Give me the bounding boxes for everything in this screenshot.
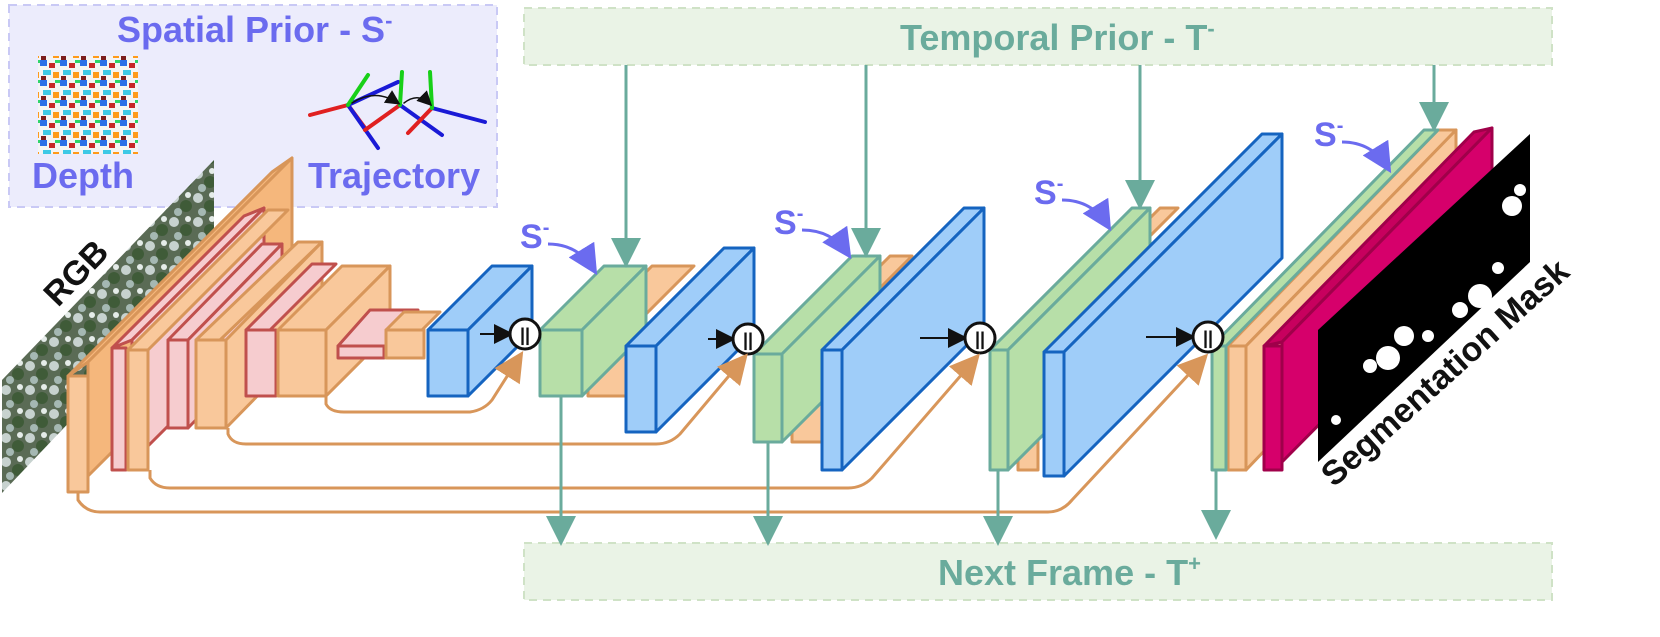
svg-text:S-: S- <box>520 217 549 256</box>
trajectory-icon <box>308 70 487 150</box>
temporal-prior-arrows <box>611 65 1449 268</box>
segmentation-mask-image <box>1318 134 1530 462</box>
concat-node <box>1191 320 1225 354</box>
decoder-stage-2 <box>752 206 986 472</box>
svg-text:||: || <box>1203 328 1213 348</box>
concat-node <box>963 321 997 355</box>
rgb-input-image <box>2 160 214 493</box>
svg-text:S-: S- <box>774 203 803 242</box>
depth-label: Depth <box>32 155 134 196</box>
next-frame-arrows <box>546 396 1231 546</box>
next-frame-box <box>523 542 1553 601</box>
temporal-prior-box <box>523 7 1553 66</box>
concat-node <box>508 317 542 351</box>
skip-connections <box>76 350 1209 514</box>
encoder <box>66 156 442 494</box>
svg-text:S-: S- <box>1314 115 1343 154</box>
spatial-prior-title: Spatial Prior - S- <box>117 8 392 50</box>
spatial-prior-inputs: S- S- S- S- <box>520 115 1392 276</box>
svg-text:||: || <box>520 325 530 345</box>
svg-text:S-: S- <box>1034 173 1063 212</box>
svg-text:||: || <box>743 330 753 350</box>
trajectory-label: Trajectory <box>308 155 480 196</box>
temporal-prior-title: Temporal Prior - T- <box>900 16 1215 58</box>
decoder-stage-3 <box>988 132 1284 478</box>
concat-node <box>731 322 765 356</box>
depth-thumbnail <box>38 56 138 154</box>
concat-nodes: || || || || <box>480 317 1225 356</box>
next-frame-title: Next Frame - T+ <box>938 551 1201 593</box>
svg-text:||: || <box>975 329 985 349</box>
